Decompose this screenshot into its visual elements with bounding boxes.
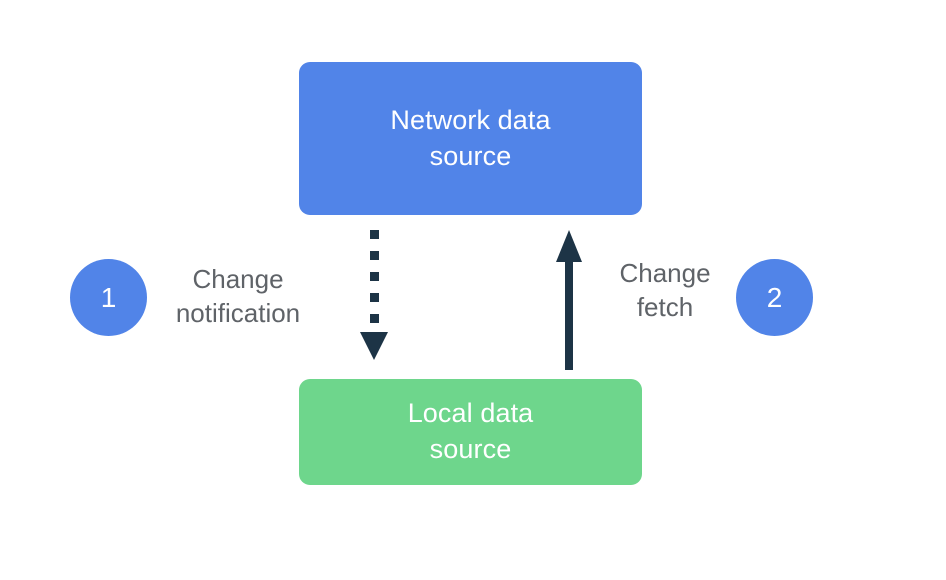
edge-label-change-notification: Change notification <box>175 264 301 329</box>
step-badge-1-label: 1 <box>100 281 117 313</box>
step-badge-1[interactable]: 1 <box>70 259 147 336</box>
edge-label-change-fetch: Change fetch <box>619 258 711 323</box>
node-network-data-source[interactable]: Network data source <box>299 62 642 215</box>
change-notification-arrow-icon <box>360 230 388 360</box>
node-local-data-source[interactable]: Local data source <box>299 379 642 485</box>
change-fetch-arrow-icon <box>556 230 582 370</box>
step-badge-2-label: 2 <box>766 281 783 313</box>
node-network-data-source-label: Network data source <box>390 104 551 171</box>
node-local-data-source-label: Local data source <box>407 398 534 464</box>
step-badge-2[interactable]: 2 <box>736 259 813 336</box>
